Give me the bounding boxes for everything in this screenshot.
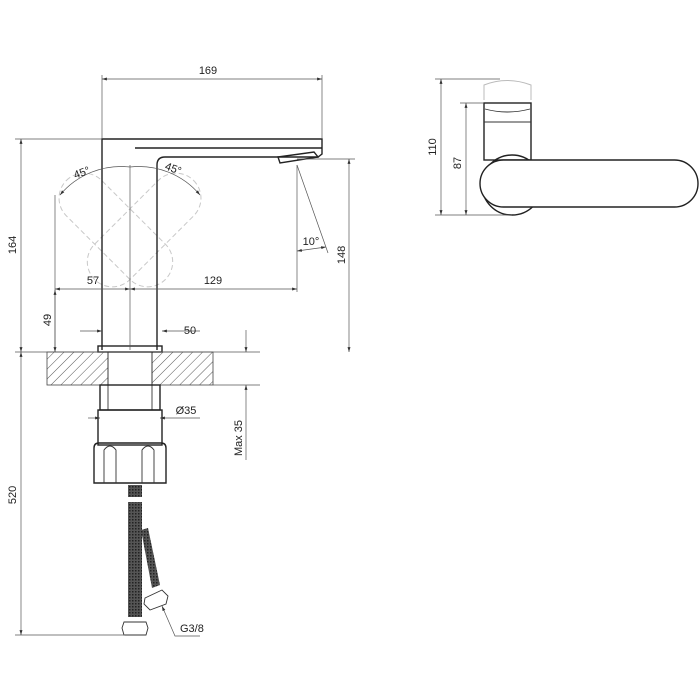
dim-spout-height: 148 [336, 246, 348, 264]
dim-shank-diameter: Ø35 [176, 405, 197, 417]
dim-spout-reach: 129 [204, 275, 222, 287]
hose-nut [143, 589, 169, 611]
mounting-shank [93, 352, 167, 484]
dim-total-height: 164 [7, 236, 19, 254]
dim-hose-thread: G3/8 [180, 623, 204, 635]
side-view: 110 87 [427, 78, 699, 216]
dim-lever-angle-left: 45° [72, 165, 92, 182]
dimension-lines [15, 75, 355, 637]
supply-hoses [121, 485, 169, 636]
dimension-labels: 169 164 148 45° 45° 10° 57 129 49 50 Ø35… [7, 65, 348, 635]
faucet-body [97, 138, 323, 353]
dim-max-counter: Max 35 [233, 420, 245, 456]
dim-side-total-height: 110 [427, 138, 439, 156]
hose-nut [121, 621, 149, 636]
dim-handle-offset: 57 [87, 275, 99, 287]
dim-hose-length: 520 [7, 486, 19, 504]
ghost-handle-positions [58, 172, 202, 288]
dim-handle-height: 49 [42, 314, 54, 326]
countertop [15, 351, 260, 386]
dim-spout-angle: 10° [303, 236, 320, 248]
dim-side-lever-height: 87 [452, 157, 464, 169]
dim-spout-length: 169 [199, 65, 217, 77]
dim-lever-angle-right: 45° [163, 161, 183, 178]
aerator [277, 151, 320, 164]
dim-base-width: 50 [184, 325, 196, 337]
